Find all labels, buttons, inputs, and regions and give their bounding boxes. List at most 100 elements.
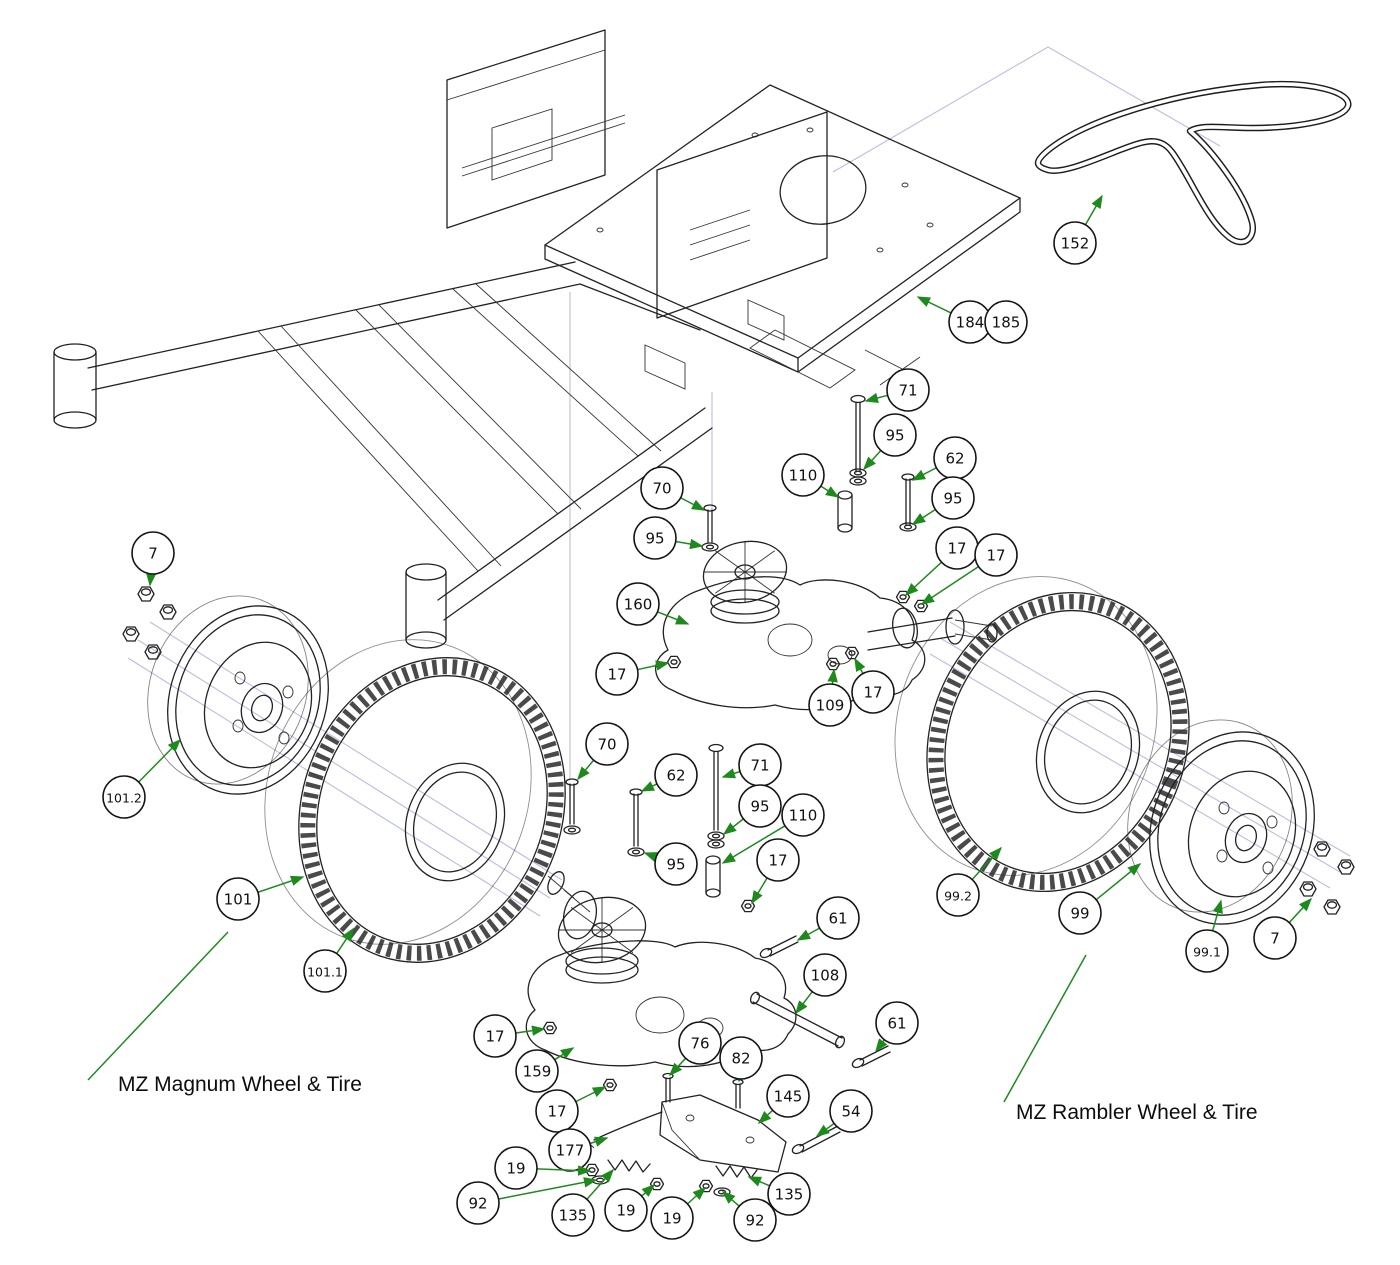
callout-number: 19	[662, 1210, 681, 1228]
callout-number: 108	[811, 967, 840, 985]
callout-95: 95	[911, 476, 975, 525]
part-70-bolt	[703, 504, 717, 543]
leader-line	[904, 561, 943, 597]
callout-61: 61	[875, 1001, 919, 1053]
leader-line	[854, 657, 866, 674]
leader-line	[747, 1176, 770, 1187]
callout-balloon	[781, 793, 825, 837]
callout-number: 177	[556, 1142, 585, 1160]
callout-99.1: 99.1	[1185, 899, 1229, 973]
callout-balloon	[974, 533, 1018, 577]
callout-number: 17	[863, 684, 882, 702]
callout-balloon	[473, 1014, 517, 1058]
part-92-washers-right	[713, 1187, 731, 1197]
callout-balloon	[303, 949, 347, 993]
callout-number: 17	[986, 547, 1005, 565]
callout-balloon	[678, 1021, 722, 1065]
leader-line	[920, 565, 979, 605]
callout-108: 108	[795, 953, 847, 1015]
callout-109: 109	[808, 668, 852, 727]
callout-balloon	[515, 1049, 559, 1093]
callout-184: 184	[916, 296, 992, 344]
callout-balloon	[738, 784, 782, 828]
callout-number: 54	[841, 1103, 860, 1121]
callout-number: 17	[947, 540, 966, 558]
leader-line	[675, 538, 704, 550]
callout-number: 61	[828, 910, 847, 928]
callout-balloon	[585, 722, 629, 766]
callout-185: 185	[984, 300, 1028, 344]
leader-line	[575, 1086, 607, 1103]
leader-line	[721, 1191, 740, 1207]
callout-number: 7	[148, 545, 158, 563]
part-95-washer	[701, 542, 719, 552]
callout-7: 7	[1253, 897, 1313, 960]
callout-number: 95	[750, 798, 769, 816]
callout-number: 70	[597, 736, 616, 754]
leader-line	[515, 1025, 546, 1036]
callout-145: 145	[757, 1074, 810, 1125]
callout-number: 19	[616, 1202, 635, 1220]
callout-number: 109	[816, 697, 845, 715]
callout-balloon	[803, 953, 847, 997]
part-95-washers	[707, 831, 725, 849]
part-159-transaxle-lower	[525, 871, 797, 1068]
part-76-bolt	[662, 1072, 674, 1103]
leader-line	[1211, 899, 1223, 931]
part-62-bolt	[629, 788, 643, 847]
part-184-frame-chassis	[53, 29, 1021, 649]
part-152-belt	[1034, 80, 1352, 246]
callout-number: 99.1	[1193, 945, 1221, 960]
leader-line	[687, 1186, 707, 1205]
callout-balloon	[131, 531, 175, 575]
leader-line	[875, 1038, 888, 1053]
callout-balloon	[1058, 891, 1102, 935]
callout-61: 61	[796, 896, 860, 941]
part-110-spacer	[705, 855, 721, 898]
part-17-nut	[666, 655, 682, 669]
callout-number: 92	[745, 1212, 764, 1230]
callout-17: 17	[851, 657, 895, 714]
callout-number: 17	[485, 1028, 504, 1046]
callout-balloon	[781, 453, 825, 497]
callout-95: 95	[722, 784, 782, 835]
callout-number: 110	[789, 467, 818, 485]
callout-number: 71	[750, 757, 769, 775]
callout-99.2: 99.2	[936, 846, 1003, 917]
callout-balloon	[102, 775, 146, 819]
part-95-washers	[849, 468, 867, 486]
callout-95: 95	[633, 516, 704, 560]
part-19-nut-right	[698, 1179, 714, 1193]
callout-number: 101.1	[307, 965, 343, 980]
callout-17: 17	[920, 533, 1018, 605]
leader-line	[138, 738, 182, 783]
callout-balloon	[931, 476, 975, 520]
leader-line	[911, 467, 937, 481]
callout-balloon	[808, 683, 852, 727]
part-61-bolt	[759, 935, 799, 959]
callout-balloon	[816, 896, 860, 940]
part-7-lug-nuts-left	[122, 586, 177, 660]
callout-number: 160	[624, 596, 653, 614]
leader-line	[862, 450, 882, 471]
leader-line	[536, 1165, 592, 1176]
leader-line	[637, 660, 670, 671]
part-99.1-rim-right	[1127, 719, 1315, 925]
leader-line	[1095, 863, 1142, 901]
leader-line	[820, 485, 840, 498]
callout-number: 70	[652, 480, 671, 498]
callout-62: 62	[911, 436, 977, 481]
callout-160: 160	[616, 582, 690, 626]
callout-54: 54	[815, 1089, 873, 1137]
part-110-spacer	[837, 490, 853, 533]
callout-balloon	[756, 838, 800, 882]
part-19-nut-mid	[649, 1177, 665, 1191]
callout-balloon	[494, 1146, 538, 1190]
callout-76: 76	[668, 1021, 722, 1077]
callout-17: 17	[904, 526, 979, 597]
callout-number: 184	[956, 314, 985, 332]
callout-balloon	[551, 1193, 595, 1237]
leader-line	[680, 497, 706, 511]
callout-17: 17	[535, 1086, 607, 1133]
